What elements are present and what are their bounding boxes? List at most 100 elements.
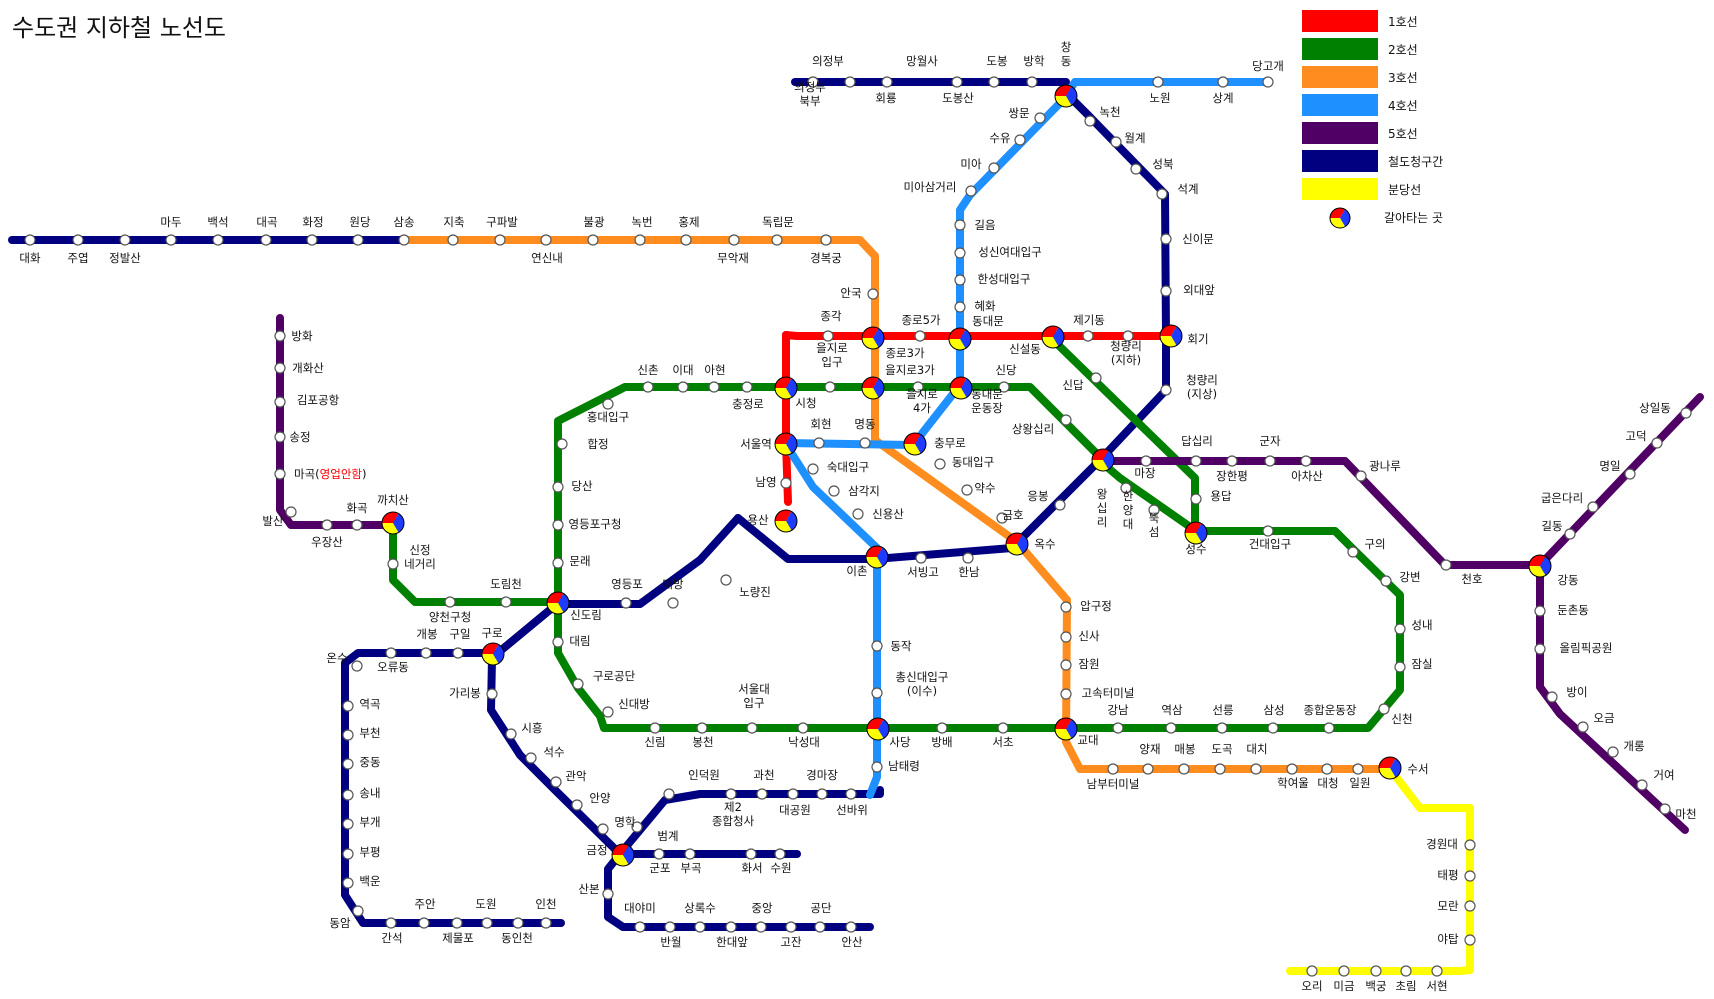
station-dot-179	[871, 640, 883, 652]
station-dot-63	[1090, 372, 1102, 384]
station-label: 모란	[1437, 899, 1459, 913]
station-label: 수원	[770, 861, 791, 875]
station-label: 발산	[262, 514, 284, 528]
station-dot-28	[822, 330, 834, 342]
station-label: 상록수	[684, 901, 716, 915]
station-label: 까치산	[377, 493, 409, 507]
station-dot-77	[1267, 722, 1279, 734]
station-label: 종각	[820, 309, 842, 323]
transfer-station-110	[774, 432, 798, 456]
station-dot-69	[1190, 493, 1202, 505]
station-dot-192	[1321, 763, 1333, 775]
station-dot-116	[852, 508, 864, 520]
station-dot-220	[1577, 721, 1589, 733]
station-dot-175	[816, 788, 828, 800]
station-dot-87	[696, 722, 708, 734]
station-dot-185	[1060, 688, 1072, 700]
station-dot-58	[824, 381, 836, 393]
legend-transfer-icon	[1329, 207, 1351, 229]
station-dot-82	[997, 722, 1009, 734]
station-dot-165	[755, 921, 767, 933]
station-label: 선릉	[1212, 703, 1233, 717]
station-label: 공단	[810, 901, 832, 915]
station-dot-169	[631, 821, 643, 833]
station-dot-78	[1216, 722, 1228, 734]
station-label: 회현	[810, 417, 831, 431]
station-label: 도봉	[986, 54, 1007, 68]
transfer-station-27	[948, 327, 972, 351]
station-label: 충정로	[732, 397, 764, 411]
station-dot-129	[620, 597, 632, 609]
station-label: 수서	[1407, 762, 1428, 776]
station-dot-18	[1262, 76, 1274, 88]
station-label: 이촌	[846, 564, 867, 578]
station-dot-168	[845, 921, 857, 933]
station-label: 구일	[449, 627, 470, 641]
station-label: 우장산	[311, 535, 343, 549]
station-label: 삼성	[1263, 703, 1284, 717]
station-dot-159	[774, 848, 786, 860]
station-dot-204	[1140, 455, 1152, 467]
station-dot-91	[552, 636, 564, 648]
station-dot-140	[342, 848, 354, 860]
station-label: 경마장	[806, 768, 838, 782]
station-dot-104	[285, 506, 297, 518]
station-dot-94	[552, 519, 564, 531]
station-label: 신용산	[872, 507, 904, 521]
station-dot-19	[1034, 112, 1046, 124]
station-dot-148	[540, 917, 552, 929]
station-label: 합정	[587, 437, 608, 451]
station-dot-111	[813, 437, 825, 449]
station-label: 명동	[854, 417, 875, 431]
station-label: 신답	[1062, 378, 1084, 392]
station-label: 과천	[753, 768, 774, 782]
station-label: 종로5가	[901, 313, 940, 327]
station-dot-213	[1587, 501, 1599, 513]
station-label: 도림천	[490, 577, 522, 591]
station-label: 광나루	[1369, 459, 1401, 473]
station-label: 성북	[1152, 157, 1173, 171]
route-line2-branch-seongsu	[1046, 333, 1199, 535]
station-label: 상왕십리	[1012, 422, 1054, 436]
station-dot-32	[1082, 330, 1094, 342]
station-label: 홍대입구	[587, 410, 629, 424]
station-dot-149	[486, 688, 498, 700]
transfer-station-59	[861, 376, 885, 400]
station-label: 고잔	[780, 935, 802, 949]
transfer-station-29	[861, 326, 885, 350]
station-label: 지축	[443, 215, 464, 229]
station-label: 서울역	[740, 437, 772, 451]
station-label: 역곡	[359, 697, 380, 711]
station-label: 옥수	[1034, 537, 1055, 551]
station-label: 백궁	[1365, 979, 1386, 993]
station-dot-138	[342, 789, 354, 801]
station-dot-3	[881, 76, 893, 88]
station-dot-88	[649, 722, 661, 734]
transfer-station-61	[949, 376, 973, 400]
station-label: 용산	[747, 513, 769, 527]
station-label: 고속터미널	[1082, 686, 1135, 700]
transfer-station-194	[1378, 756, 1402, 780]
station-dot-172	[725, 788, 737, 800]
station-label: 동작	[890, 639, 912, 653]
route-rail-gwacheon	[616, 786, 884, 858]
station-dot-214	[1624, 468, 1636, 480]
station-label: 금호	[1002, 508, 1023, 522]
station-label: 독립문	[762, 215, 794, 229]
station-dot-216	[1680, 407, 1692, 419]
station-dot-124	[996, 512, 1008, 524]
station-label: 정발산	[109, 251, 141, 265]
station-dot-24	[954, 247, 966, 259]
station-label: 성신여대입구	[978, 245, 1041, 259]
station-label: 녹번	[631, 215, 652, 229]
station-dot-181	[871, 761, 883, 773]
station-label: 불광	[583, 215, 605, 229]
station-label: 구의	[1364, 537, 1385, 551]
station-dot-49	[165, 234, 177, 246]
station-label: 대곡	[256, 215, 277, 229]
